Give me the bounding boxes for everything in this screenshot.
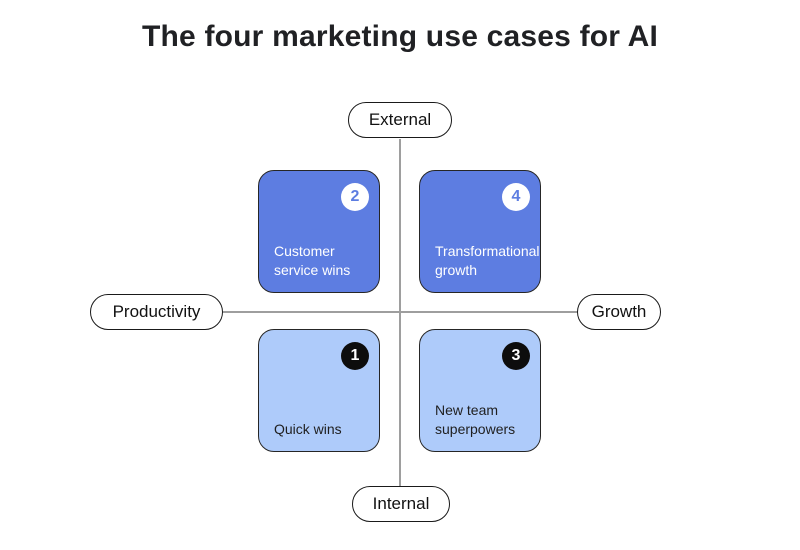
axis-label-productivity: Productivity xyxy=(90,294,223,330)
quadrant-label: Customer service wins xyxy=(274,242,371,281)
quadrant-card-new-team-superpowers: 3 New team superpowers xyxy=(419,329,541,452)
quadrant-label: Quick wins xyxy=(274,420,371,440)
quadrant-label-line: Customer xyxy=(274,242,335,259)
quadrant-label-line: growth xyxy=(435,262,478,279)
quadrant-card-customer-service-wins: 2 Customer service wins xyxy=(258,170,380,293)
horizontal-axis-line xyxy=(223,311,578,313)
quadrant-label-line: Transformational xyxy=(435,242,540,259)
quadrant-label-line: New team xyxy=(435,401,499,418)
quadrant-card-transformational-growth: 4 Transformational growth xyxy=(419,170,541,293)
quadrant-label: New team superpowers xyxy=(435,401,532,440)
quadrant-number-badge: 2 xyxy=(341,183,369,211)
page-title: The four marketing use cases for AI xyxy=(141,20,659,53)
axis-label-external: External xyxy=(348,102,452,138)
quadrant-label-line: Quick wins xyxy=(274,421,342,438)
quadrant-number-badge: 3 xyxy=(502,342,530,370)
quadrant-label: Transformational growth xyxy=(435,242,540,281)
axis-label-growth: Growth xyxy=(577,294,661,330)
quadrant-label-line: superpowers xyxy=(435,421,516,438)
quadrant-label-line: service wins xyxy=(274,262,351,279)
quadrant-card-quick-wins: 1 Quick wins xyxy=(258,329,380,452)
quadrant-number-badge: 4 xyxy=(502,183,530,211)
axis-label-internal: Internal xyxy=(352,486,450,522)
quadrant-number-badge: 1 xyxy=(341,342,369,370)
